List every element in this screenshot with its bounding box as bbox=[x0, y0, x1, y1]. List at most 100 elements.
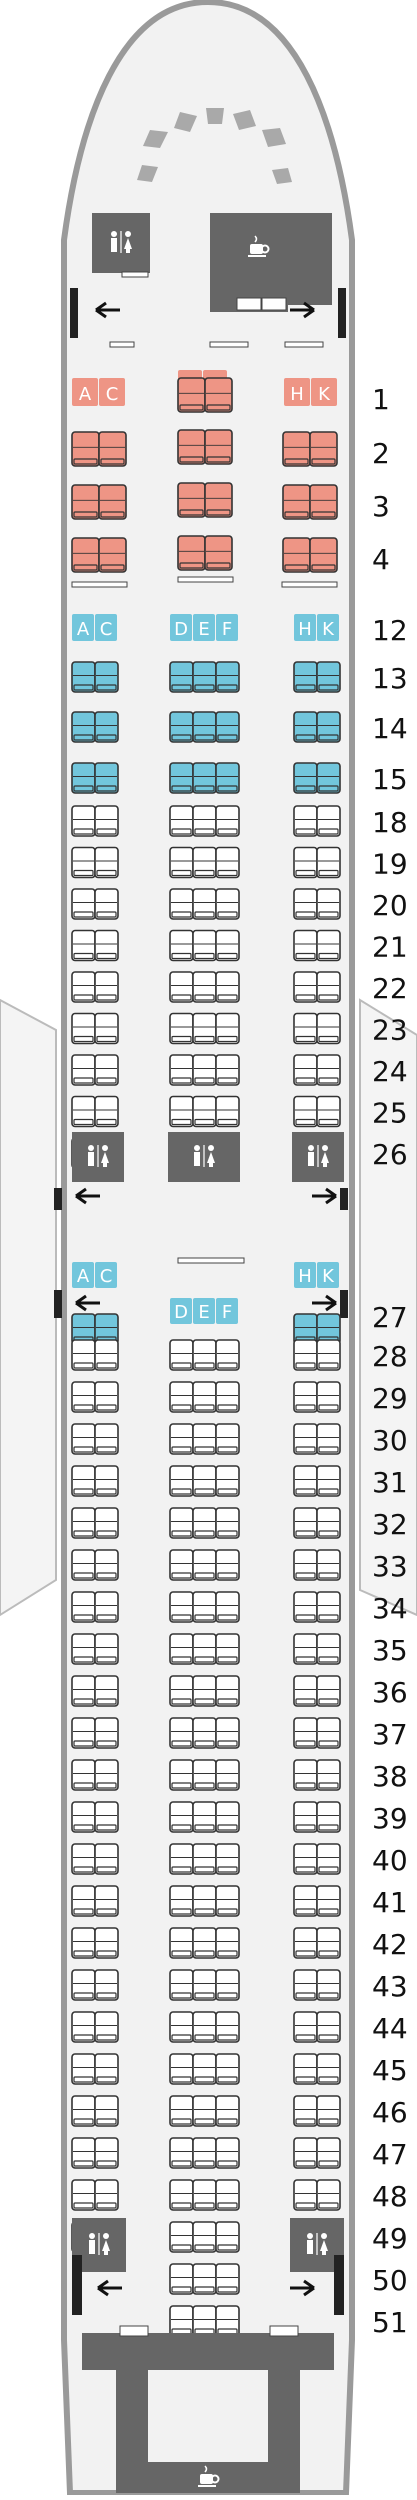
seat[interactable] bbox=[316, 1801, 341, 1833]
seat[interactable] bbox=[71, 1633, 96, 1665]
seat[interactable] bbox=[215, 1465, 240, 1497]
seat[interactable] bbox=[169, 1801, 194, 1833]
seat[interactable] bbox=[316, 2095, 341, 2127]
seat[interactable] bbox=[169, 1633, 194, 1665]
seat[interactable] bbox=[204, 377, 233, 413]
seat[interactable] bbox=[316, 1843, 341, 1875]
seat[interactable] bbox=[215, 2137, 240, 2169]
seat[interactable] bbox=[94, 1465, 119, 1497]
seat[interactable] bbox=[71, 1423, 96, 1455]
seat[interactable] bbox=[94, 888, 119, 920]
seat[interactable] bbox=[215, 929, 240, 962]
seat[interactable] bbox=[71, 1843, 96, 1875]
seat[interactable] bbox=[293, 1339, 318, 1371]
seat[interactable] bbox=[169, 2011, 194, 2043]
seat[interactable] bbox=[293, 1095, 318, 1128]
seat[interactable] bbox=[71, 1095, 96, 1128]
seat[interactable] bbox=[192, 1801, 217, 1833]
seat[interactable] bbox=[71, 1885, 96, 1917]
seat[interactable] bbox=[316, 846, 341, 879]
seat[interactable] bbox=[94, 2179, 119, 2211]
seat[interactable] bbox=[293, 1591, 318, 1623]
seat[interactable] bbox=[192, 1549, 217, 1581]
seat[interactable] bbox=[169, 1759, 194, 1791]
seat[interactable] bbox=[192, 711, 217, 743]
seat[interactable] bbox=[316, 2179, 341, 2211]
seat[interactable] bbox=[316, 1339, 341, 1371]
seat[interactable] bbox=[316, 1423, 341, 1455]
seat[interactable] bbox=[282, 537, 311, 573]
seat[interactable] bbox=[215, 762, 240, 794]
seat[interactable] bbox=[94, 1507, 119, 1539]
seat[interactable] bbox=[309, 484, 338, 520]
seat[interactable] bbox=[215, 1507, 240, 1539]
seat[interactable] bbox=[192, 1381, 217, 1413]
seat[interactable] bbox=[293, 888, 318, 920]
seat[interactable] bbox=[71, 661, 96, 693]
seat[interactable] bbox=[192, 1759, 217, 1791]
seat[interactable] bbox=[71, 1801, 96, 1833]
seat[interactable] bbox=[316, 1381, 341, 1413]
seat[interactable] bbox=[94, 1423, 119, 1455]
seat[interactable] bbox=[293, 2179, 318, 2211]
seat[interactable] bbox=[169, 888, 194, 920]
seat[interactable] bbox=[316, 762, 341, 794]
seat[interactable] bbox=[94, 661, 119, 693]
seat[interactable] bbox=[94, 971, 119, 1003]
seat[interactable] bbox=[316, 1591, 341, 1623]
seat[interactable] bbox=[293, 711, 318, 743]
seat[interactable] bbox=[94, 1717, 119, 1749]
seat[interactable] bbox=[293, 1801, 318, 1833]
seat[interactable] bbox=[293, 1927, 318, 1959]
seat[interactable] bbox=[94, 1549, 119, 1581]
seat[interactable] bbox=[192, 762, 217, 794]
seat[interactable] bbox=[177, 377, 206, 413]
seat[interactable] bbox=[316, 1927, 341, 1959]
seat[interactable] bbox=[71, 1507, 96, 1539]
seat[interactable] bbox=[215, 661, 240, 693]
seat[interactable] bbox=[192, 1675, 217, 1707]
seat[interactable] bbox=[94, 2011, 119, 2043]
seat[interactable] bbox=[94, 1339, 119, 1371]
seat[interactable] bbox=[71, 537, 100, 573]
seat[interactable] bbox=[215, 2305, 240, 2337]
seat[interactable] bbox=[309, 537, 338, 573]
seat[interactable] bbox=[215, 2053, 240, 2085]
seat[interactable] bbox=[169, 1591, 194, 1623]
seat[interactable] bbox=[215, 2263, 240, 2295]
seat[interactable] bbox=[94, 2053, 119, 2085]
seat[interactable] bbox=[94, 1801, 119, 1833]
seat[interactable] bbox=[177, 535, 206, 571]
seat[interactable] bbox=[169, 711, 194, 743]
seat[interactable] bbox=[215, 1969, 240, 2001]
seat[interactable] bbox=[94, 1675, 119, 1707]
seat[interactable] bbox=[215, 1633, 240, 1665]
seat[interactable] bbox=[169, 1012, 194, 1045]
seat[interactable] bbox=[215, 1381, 240, 1413]
seat[interactable] bbox=[293, 1054, 318, 1086]
seat[interactable] bbox=[215, 1717, 240, 1749]
seat[interactable] bbox=[71, 1465, 96, 1497]
seat[interactable] bbox=[293, 971, 318, 1003]
seat[interactable] bbox=[94, 2095, 119, 2127]
seat[interactable] bbox=[293, 2053, 318, 2085]
seat[interactable] bbox=[215, 1885, 240, 1917]
seat[interactable] bbox=[293, 1633, 318, 1665]
seat[interactable] bbox=[169, 805, 194, 837]
seat[interactable] bbox=[192, 1843, 217, 1875]
seat[interactable] bbox=[293, 1012, 318, 1045]
seat[interactable] bbox=[169, 929, 194, 962]
seat[interactable] bbox=[169, 1885, 194, 1917]
seat[interactable] bbox=[215, 1675, 240, 1707]
seat[interactable] bbox=[192, 1339, 217, 1371]
seat[interactable] bbox=[94, 805, 119, 837]
seat[interactable] bbox=[215, 805, 240, 837]
seat[interactable] bbox=[316, 2137, 341, 2169]
seat[interactable] bbox=[192, 971, 217, 1003]
seat[interactable] bbox=[293, 1507, 318, 1539]
seat[interactable] bbox=[316, 1012, 341, 1045]
seat[interactable] bbox=[293, 846, 318, 879]
seat[interactable] bbox=[71, 1759, 96, 1791]
seat[interactable] bbox=[169, 971, 194, 1003]
seat[interactable] bbox=[169, 2221, 194, 2253]
